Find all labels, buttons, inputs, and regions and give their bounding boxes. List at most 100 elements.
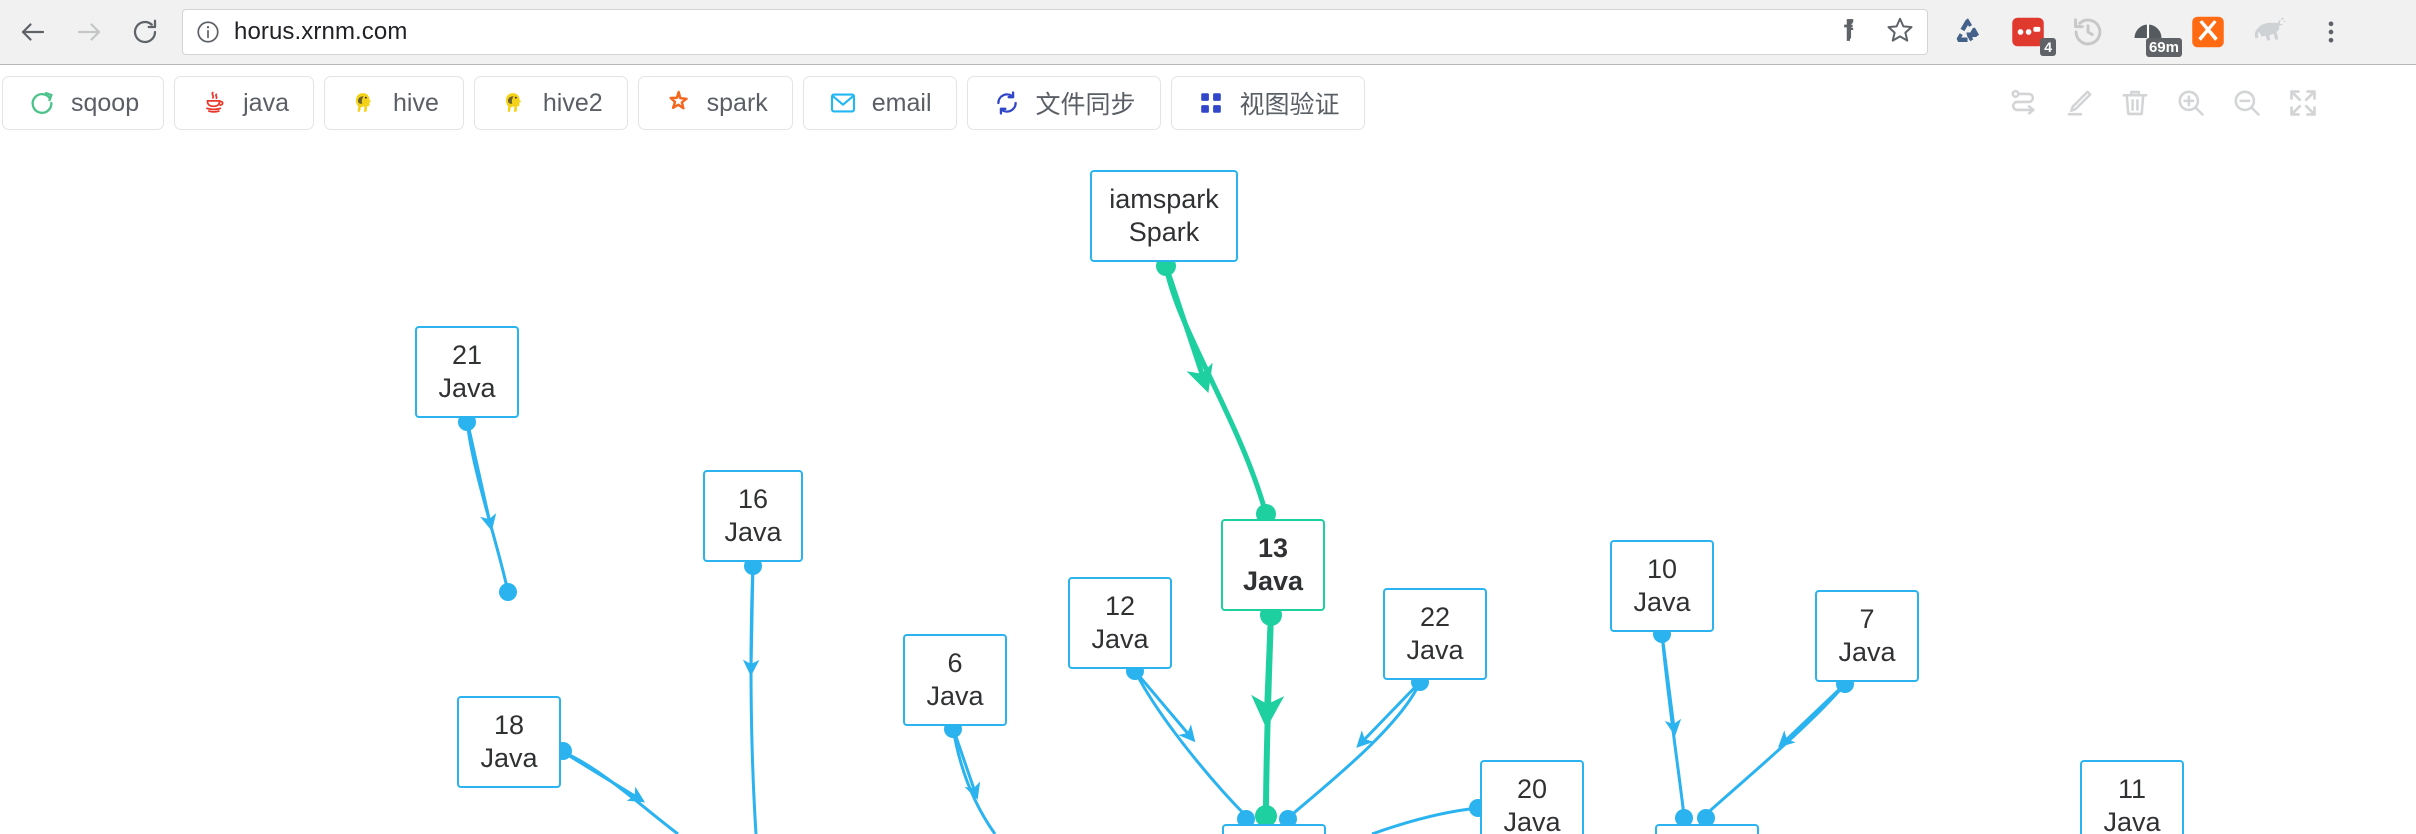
edge-arrow <box>1251 612 1285 729</box>
sync-refresh-icon <box>992 88 1022 118</box>
unicorn-extension-icon[interactable] <box>2248 12 2288 52</box>
graph-node-20[interactable]: 20 Java <box>1480 760 1584 834</box>
extension-toolbar: 4 69m <box>1948 12 2288 57</box>
edge-7-bottom <box>1700 683 1847 820</box>
sqoop-ring-icon <box>27 88 57 118</box>
delete-trash-icon[interactable] <box>2118 86 2152 120</box>
node-line-1: 12 <box>1104 591 1136 622</box>
speedometer-timer-icon[interactable]: 69m <box>2128 12 2182 57</box>
node-line-2: Java <box>480 743 538 773</box>
tab-hive[interactable]: hive <box>324 76 464 130</box>
forward-button[interactable] <box>66 9 112 55</box>
edge-endpoint <box>1675 809 1693 827</box>
canvas-toolbar <box>2006 86 2416 120</box>
tab-label: 视图验证 <box>1239 91 1340 119</box>
node-line-2: Java <box>1091 624 1149 654</box>
node-line-2: Java <box>926 681 984 711</box>
tab-java[interactable]: java <box>174 76 314 130</box>
app-tab-bar: sqoop java <box>0 66 2416 140</box>
hive-elephant-icon <box>349 88 379 118</box>
tab-sqoop[interactable]: sqoop <box>2 76 165 130</box>
graph-node-21[interactable]: 21 Java <box>415 326 519 418</box>
edge-arrow <box>742 563 760 677</box>
recycle-extension-icon[interactable] <box>1948 12 1988 52</box>
edge-endpoint <box>1237 810 1255 828</box>
reload-icon <box>130 17 160 47</box>
tools-wrench-extension-icon[interactable] <box>2188 12 2228 52</box>
tab-label: java <box>243 88 289 117</box>
edge-endpoint <box>1279 810 1297 828</box>
url-text: horus.xrnm.com <box>234 18 408 45</box>
graph-edges-layer <box>458 256 1854 834</box>
node-line-1: 6 <box>947 648 963 679</box>
tab-hive2[interactable]: hive2 <box>473 76 628 130</box>
tab-label: sqoop <box>71 88 140 117</box>
node-line-1: 11 <box>2117 774 2147 805</box>
key-icon[interactable] <box>1837 17 1863 48</box>
edge-arrow <box>562 750 646 803</box>
node-line-2: Java <box>1242 566 1304 596</box>
graph-node-6[interactable]: 6 Java <box>903 634 1007 726</box>
tab-label: hive2 <box>542 88 603 117</box>
back-button[interactable] <box>10 9 56 55</box>
node-line-2: Java <box>1503 807 1561 834</box>
info-circle-icon[interactable] <box>195 19 221 45</box>
node-line-2: Java <box>1406 635 1464 665</box>
forward-arrow-icon <box>74 17 104 47</box>
tab-view-verify[interactable]: 视图验证 <box>1170 76 1365 130</box>
node-line-2: Java <box>2103 807 2161 834</box>
edge-arrow <box>1660 633 1682 737</box>
node-line-2: Java <box>1633 587 1691 617</box>
tab-label: 文件同步 <box>1035 91 1136 119</box>
grid-squares-icon <box>1196 88 1226 118</box>
graph-node-bottom-center[interactable] <box>1222 824 1326 834</box>
edit-pencil-icon[interactable] <box>2062 86 2096 120</box>
flow-route-icon[interactable] <box>2006 86 2040 120</box>
history-clock-icon[interactable] <box>2068 12 2108 52</box>
tab-spark[interactable]: spark <box>637 76 793 130</box>
node-line-1: 21 <box>451 340 483 371</box>
graph-node-18[interactable]: 18 Java <box>457 696 561 788</box>
node-line-2: Java <box>438 373 496 403</box>
three-dots-menu-icon <box>2317 18 2345 46</box>
java-cup-icon <box>199 88 229 118</box>
node-line-2: Spark <box>1128 217 1200 247</box>
edge-arrow <box>1356 680 1422 748</box>
graph-node-bottom-right[interactable] <box>1655 824 1759 834</box>
tab-label: email <box>871 88 932 117</box>
edge-arrow <box>951 727 981 800</box>
tab-label: hive <box>393 88 439 117</box>
hive-elephant-icon <box>499 88 529 118</box>
fit-screen-icon[interactable] <box>2286 86 2320 120</box>
zoom-out-icon[interactable] <box>2230 86 2264 120</box>
zoom-in-icon[interactable] <box>2174 86 2208 120</box>
graph-node-22[interactable]: 22 Java <box>1383 588 1487 680</box>
red-dots-extension-icon[interactable]: 4 <box>2008 12 2056 56</box>
graph-node-12[interactable]: 12 Java <box>1068 577 1172 669</box>
graph-canvas[interactable]: iamspark Spark 21 Java 16 Java 13 Java 1… <box>0 140 2416 834</box>
node-line-1: 7 <box>1859 604 1875 635</box>
address-bar[interactable]: horus.xrnm.com <box>182 9 1928 55</box>
graph-node-11[interactable]: 11 Java <box>2080 760 2184 834</box>
tab-file-sync[interactable]: 文件同步 <box>966 76 1161 130</box>
graph-node-13[interactable]: 13 Java <box>1221 519 1325 611</box>
edge-12-bottom <box>1133 670 1250 820</box>
graph-node-16[interactable]: 16 Java <box>703 470 803 562</box>
email-envelope-icon <box>828 88 858 118</box>
node-line-1: 16 <box>737 484 769 515</box>
reload-button[interactable] <box>122 9 168 55</box>
graph-node-7[interactable]: 7 Java <box>1815 590 1919 682</box>
node-line-2: Java <box>1838 637 1896 667</box>
edge-endpoint <box>1697 809 1715 827</box>
browser-menu-button[interactable] <box>2308 9 2354 55</box>
back-arrow-icon <box>18 17 48 47</box>
browser-chrome: horus.xrnm.com <box>0 0 2416 65</box>
edge-20-left <box>1371 806 1479 834</box>
graph-node-iamspark[interactable]: iamspark Spark <box>1090 170 1238 262</box>
extension-badge-count: 4 <box>2040 37 2056 56</box>
star-icon[interactable] <box>1885 15 1915 50</box>
tab-email[interactable]: email <box>802 76 957 130</box>
node-line-1: 13 <box>1257 533 1289 564</box>
tab-label: spark <box>706 88 768 117</box>
graph-node-10[interactable]: 10 Java <box>1610 540 1714 632</box>
